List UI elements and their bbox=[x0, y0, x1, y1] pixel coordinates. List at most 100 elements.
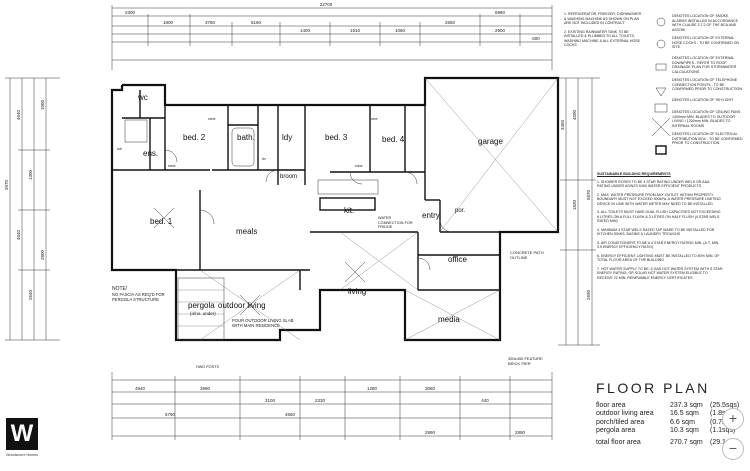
bottom-dim-6: 3060 bbox=[425, 386, 436, 391]
bath-tub bbox=[231, 127, 255, 167]
ceiling-fan-markers bbox=[153, 207, 366, 316]
note-fascia-text: NO FASCIA AS REQ'D FOR PERGOLA STRUCTURE bbox=[112, 292, 165, 302]
right-dim-4: 2690 bbox=[586, 289, 591, 300]
kitchen-island bbox=[319, 197, 376, 211]
right-notes-column: 1. REFRIGERATOR, FREEZER, DISHWASHER & W… bbox=[564, 12, 644, 48]
bottom-dim-11: 2890 bbox=[515, 430, 526, 435]
note-feature-pier: 350x450 FEATURE BRICK PIER bbox=[508, 356, 543, 366]
note-concrete-path: CONCRETE PATH OUTLINE bbox=[510, 250, 544, 260]
room-label-garage: garage bbox=[478, 137, 503, 146]
floor-plan-title: FLOOR PLAN bbox=[596, 380, 710, 396]
bottom-dim-7: 440 bbox=[481, 398, 489, 403]
room-label-robe-1: robe bbox=[168, 164, 176, 168]
sustainable-note-3: 3. ALL TOILETS MUST HAVE DUAL FLUSH CAPA… bbox=[597, 210, 721, 223]
top-dim-1: 2300 bbox=[125, 10, 136, 15]
legend-note-fans: DENOTES LOCATION OF CEILING FANS 1400mm … bbox=[672, 110, 741, 128]
top-dim-9: 6980 bbox=[495, 10, 506, 15]
right-dim-5: 5870 bbox=[586, 189, 591, 200]
right-note-1: 1. REFRIGERATOR, FREEZER, DISHWASHER & W… bbox=[564, 12, 642, 25]
right-note-2: 2. EXISTING RAINWATER TANK TO BE INSTALL… bbox=[564, 29, 641, 48]
room-label-kit: kit. bbox=[344, 206, 354, 215]
left-dim-3: 4040 bbox=[16, 229, 21, 240]
sustainable-note-1: 1. SHOWER ROSES TO BE 4 STAR RATING UNDE… bbox=[597, 179, 710, 189]
company-logo: W bbox=[6, 418, 38, 450]
note-water-connection: WATER CONNECTION FOR FRIDGE bbox=[378, 216, 413, 229]
right-dim-1: 3450 bbox=[560, 119, 565, 130]
legend-notes-column: DENOTES LOCATION OF SMOKE ALARMS INSTALL… bbox=[672, 14, 744, 146]
room-label-pergola: pergola bbox=[188, 301, 215, 310]
room-label-por: por. bbox=[455, 208, 465, 214]
room-label-bed2: bed. 2 bbox=[183, 133, 206, 142]
zoom-in-button[interactable]: + bbox=[722, 408, 744, 430]
sustainable-note-4: 4. MINIMUM 3 STAR WELS RATED TAP WARE TO… bbox=[597, 227, 715, 237]
top-dim-7: 1060 bbox=[395, 28, 406, 33]
note-pour-outdoor: POUR OUTDOOR LIVING SLAB WITH MAIN RESID… bbox=[232, 318, 294, 328]
sustainable-note-5: 5. AIR CONDITIONERS TO BE A 4 STAR ENERG… bbox=[597, 240, 720, 250]
top-dim-3: 3780 bbox=[205, 20, 216, 25]
area-squares: (1.1sqs) bbox=[710, 426, 736, 434]
room-label-wc: wc bbox=[137, 93, 148, 102]
area-label: pergola area bbox=[596, 426, 636, 434]
area-label: porch/tiled area bbox=[596, 418, 645, 426]
room-label-entry: entry bbox=[422, 211, 440, 220]
left-dim-1: 3970 bbox=[4, 179, 9, 190]
ensuite-shower bbox=[124, 119, 148, 143]
area-squares: (25.5sqs) bbox=[710, 402, 740, 409]
legend-note-downpipes: DENOTES LOCATION OF EXTERNAL DOWNPIPES -… bbox=[672, 56, 737, 74]
right-dim-3: 4500 bbox=[572, 109, 577, 120]
top-dim-5: 1400 bbox=[300, 28, 311, 33]
area-value: 237.3 sqm bbox=[670, 402, 703, 409]
bottom-dim-9: 4660 bbox=[285, 412, 296, 417]
room-label-bed4: bed. 4 bbox=[382, 135, 405, 144]
interior-walls bbox=[112, 90, 500, 291]
legend-note-skylight: DENOTES LOCATION OF SKYLIGHT bbox=[672, 98, 734, 102]
legend-note-smoke: DENOTES LOCATION OF SMOKE ALARMS INSTALL… bbox=[672, 14, 739, 32]
door-swings bbox=[164, 149, 453, 271]
sustainable-note-6: 6. ENERGY EFFICIENT LIGHTING MUST BE INS… bbox=[597, 253, 720, 263]
room-label-office: office bbox=[448, 255, 468, 264]
bottom-dim-4: 2330 bbox=[315, 398, 326, 403]
bottom-dim-3: 3100 bbox=[265, 398, 276, 403]
overall-width-label: 22700 bbox=[320, 2, 333, 7]
room-label-meals: meals bbox=[236, 227, 257, 236]
room-label-pergola-sub: (o/no. under) bbox=[190, 311, 216, 316]
area-value: 6.6 sqm bbox=[670, 418, 695, 426]
area-label: outdoor living area bbox=[596, 410, 654, 418]
garage-roof-lines bbox=[199, 77, 559, 341]
kitchen-bench bbox=[317, 179, 379, 195]
pergola-hatch bbox=[177, 277, 225, 341]
left-dim-6: 2800 bbox=[40, 249, 45, 260]
room-label-bed1: bed. 1 bbox=[150, 217, 173, 226]
exterior-walls bbox=[110, 76, 560, 342]
room-label-robe-2: robe bbox=[370, 117, 378, 121]
top-dim-11: 600 bbox=[532, 36, 540, 41]
sustainable-heading: SUSTAINABLE BUILDING REQUIREMENTS bbox=[597, 172, 671, 176]
left-dim-4: 1300 bbox=[28, 169, 33, 180]
logo-letter: W bbox=[10, 420, 34, 447]
room-label-robe-4: robe bbox=[208, 117, 216, 121]
top-dim-10: 2900 bbox=[495, 28, 506, 33]
top-dim-8: 2650 bbox=[445, 20, 456, 25]
area-row: pergola area 10.3 sqm (1.1sqs) bbox=[596, 427, 750, 435]
room-label-ens: ens. bbox=[143, 149, 158, 158]
room-label-ldy: ldy bbox=[282, 133, 292, 142]
zoom-out-button[interactable]: − bbox=[722, 438, 744, 460]
bottom-dim-8: 5790 bbox=[165, 412, 176, 417]
room-label-outdoor-living: outdoor living bbox=[218, 301, 266, 310]
sustainable-notes: SUSTAINABLE BUILDING REQUIREMENTS 1. SHO… bbox=[597, 172, 723, 280]
left-dim-5: 2640 bbox=[28, 289, 33, 300]
right-dimension-lines bbox=[558, 77, 600, 346]
left-dim-7: 1000 bbox=[40, 99, 45, 110]
note-heading: NOTE! bbox=[112, 286, 127, 292]
room-label-robe-3: robe bbox=[355, 164, 363, 168]
bottom-dim-10: 2990 bbox=[425, 430, 436, 435]
room-label-lin: lin bbox=[262, 157, 266, 161]
room-label-living: living bbox=[348, 287, 366, 296]
top-dim-6: 1910 bbox=[350, 28, 361, 33]
bottom-dim-1: 4940 bbox=[135, 386, 146, 391]
bottom-dimension-lines bbox=[111, 372, 553, 440]
total-area-label: total floor area bbox=[596, 439, 641, 447]
note-hwd-post: HWD POSTS bbox=[196, 365, 219, 369]
area-value: 16.5 sqm bbox=[670, 410, 699, 418]
